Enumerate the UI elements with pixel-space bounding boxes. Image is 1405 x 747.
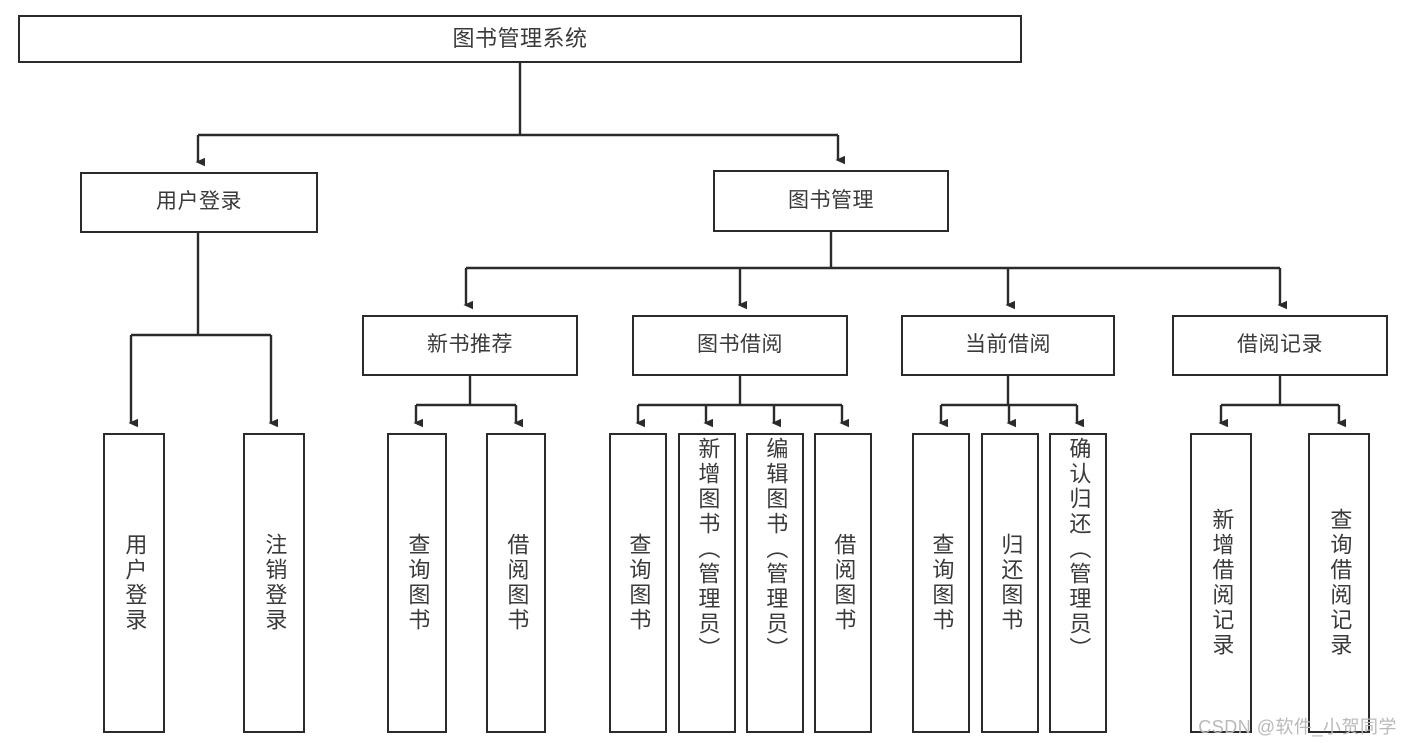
leaf-label: 编辑图书（管理员） bbox=[763, 437, 789, 662]
node-book-borrow[interactable]: 图书借阅 bbox=[632, 315, 848, 376]
leaf-record-add-record[interactable]: 新增借阅记录 bbox=[1190, 433, 1252, 733]
node-label: 图书管理系统 bbox=[452, 26, 588, 52]
leaf-recommend-borrow-book[interactable]: 借阅图书 bbox=[486, 433, 546, 733]
leaf-borrow-add-book-admin[interactable]: 新增图书（管理员） bbox=[678, 433, 736, 733]
leaf-label: 新增借阅记录 bbox=[1209, 508, 1235, 658]
leaf-borrow-query-book[interactable]: 查询图书 bbox=[609, 433, 667, 733]
leaf-recommend-query-book[interactable]: 查询图书 bbox=[387, 433, 447, 733]
node-user-login[interactable]: 用户登录 bbox=[80, 172, 318, 233]
leaf-current-return-book[interactable]: 归还图书 bbox=[981, 433, 1039, 733]
node-label: 新书推荐 bbox=[427, 333, 513, 357]
leaf-label: 借阅图书 bbox=[831, 533, 857, 633]
node-label: 图书借阅 bbox=[697, 333, 783, 357]
node-label: 当前借阅 bbox=[965, 333, 1051, 357]
node-borrow-record[interactable]: 借阅记录 bbox=[1172, 315, 1388, 376]
leaf-label: 注销登录 bbox=[262, 533, 288, 633]
leaf-label: 查询借阅记录 bbox=[1327, 508, 1353, 658]
leaf-user-login-logout[interactable]: 注销登录 bbox=[243, 433, 305, 733]
leaf-label: 新增图书（管理员） bbox=[695, 437, 721, 662]
leaf-current-query-book[interactable]: 查询图书 bbox=[912, 433, 970, 733]
leaf-label: 确认归还（管理员） bbox=[1066, 437, 1092, 662]
leaf-user-login-login[interactable]: 用户登录 bbox=[103, 433, 165, 733]
leaf-label: 借阅图书 bbox=[504, 533, 530, 633]
node-new-book-recommend[interactable]: 新书推荐 bbox=[362, 315, 578, 376]
leaf-label: 用户登录 bbox=[122, 533, 148, 633]
watermark-text: CSDN @软件_小贺同学 bbox=[1198, 717, 1397, 737]
leaf-label: 查询图书 bbox=[929, 533, 955, 633]
node-current-borrow[interactable]: 当前借阅 bbox=[901, 315, 1115, 376]
leaf-label: 查询图书 bbox=[405, 533, 431, 633]
leaf-current-confirm-return-admin[interactable]: 确认归还（管理员） bbox=[1049, 433, 1107, 733]
leaf-borrow-edit-book-admin[interactable]: 编辑图书（管理员） bbox=[746, 433, 804, 733]
node-label: 图书管理 bbox=[788, 188, 874, 212]
node-book-management[interactable]: 图书管理 bbox=[713, 170, 949, 232]
node-label: 用户登录 bbox=[156, 190, 242, 214]
leaf-borrow-borrow-book[interactable]: 借阅图书 bbox=[814, 433, 872, 733]
node-root-system[interactable]: 图书管理系统 bbox=[18, 15, 1022, 63]
leaf-label: 查询图书 bbox=[626, 533, 652, 633]
leaf-label: 归还图书 bbox=[998, 533, 1024, 633]
leaf-record-query-record[interactable]: 查询借阅记录 bbox=[1308, 433, 1370, 733]
node-label: 借阅记录 bbox=[1237, 333, 1323, 357]
